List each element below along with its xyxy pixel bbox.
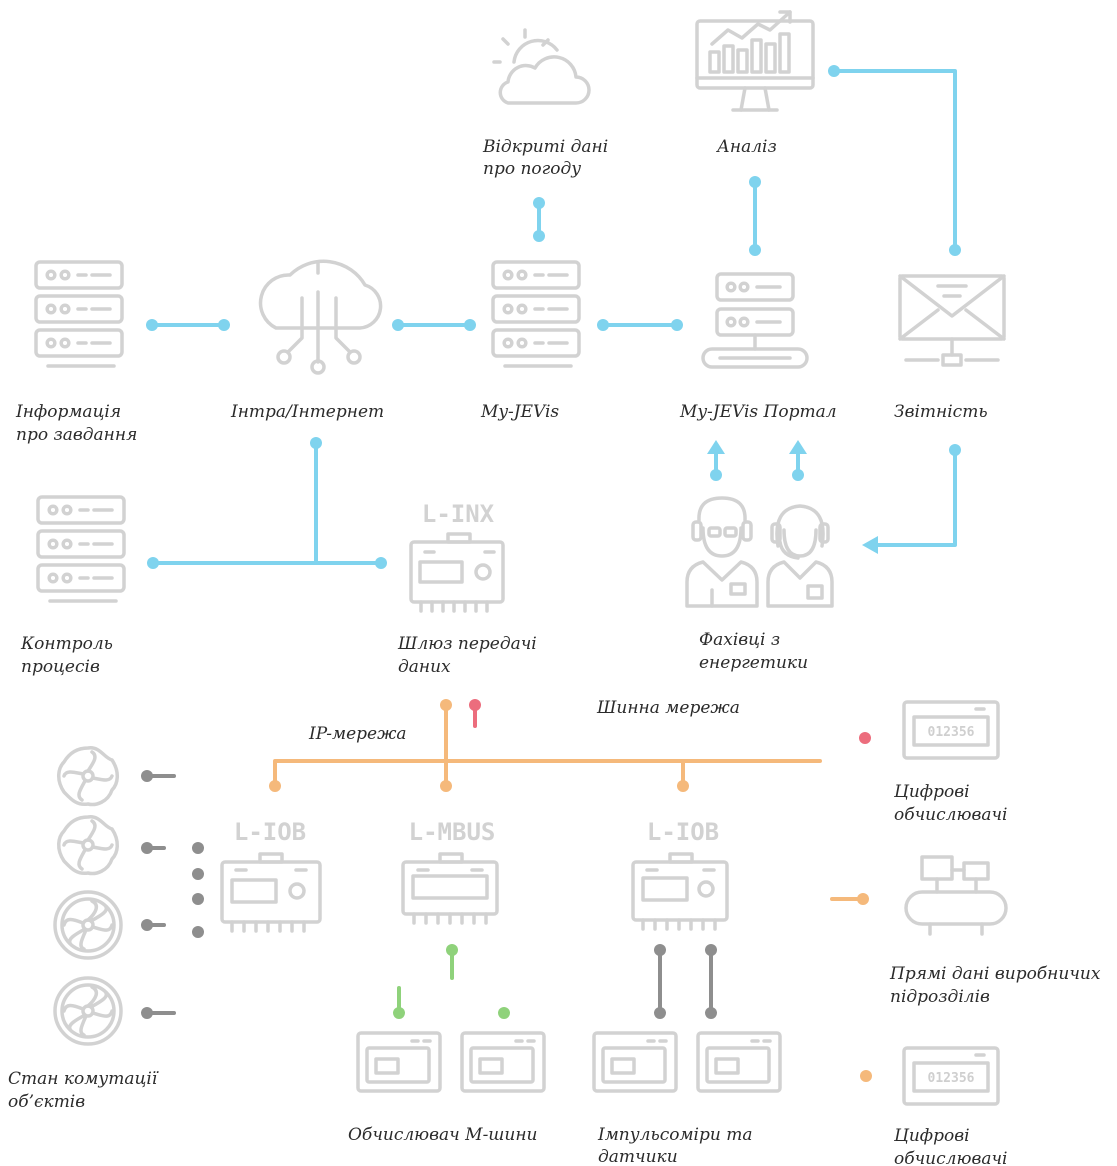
server-icon-myjevis [491, 260, 581, 368]
label-digital-meters-bottom-1: Цифрові [893, 1126, 970, 1146]
label-digital-meters-top-1: Цифрові [893, 782, 970, 802]
mbus-links [393, 944, 510, 1019]
analytics-monitor-icon [695, 10, 815, 112]
engineer-icon [685, 496, 759, 608]
label-gateway-2: даних [398, 657, 451, 677]
label-analysis: Аналіз [716, 137, 777, 157]
label-switching-state-2: об’єктів [8, 1092, 85, 1112]
device-label-linx: L-INX [422, 500, 495, 528]
compressor-icon [904, 855, 1008, 936]
io-module-icon-left [220, 852, 322, 933]
label-weather-2: про погоду [483, 159, 581, 179]
device-label-lmbus: L-MBUS [409, 818, 496, 846]
portal-server-icon [701, 272, 809, 369]
digital-meter-icon-bottom [902, 1046, 1000, 1106]
label-portal: My-JEVis Портал [679, 402, 837, 422]
mbus-module-icon [401, 852, 499, 925]
label-task-info-2: про завдання [16, 425, 137, 445]
meter-display-top: 012356 [928, 725, 975, 740]
label-task-info-1: Інформація [15, 402, 121, 422]
label-bus-network: Шинна мережа [596, 698, 740, 718]
label-experts-2: енергетики [699, 653, 808, 673]
label-switching-state-1: Стан комутації [8, 1069, 159, 1089]
label-weather-1: Відкриті дані [482, 137, 608, 157]
label-digital-meters-bottom-2: обчислювачі [894, 1149, 1008, 1166]
label-ip-network: IP-мережа [308, 724, 407, 744]
switching-links [141, 770, 717, 1019]
label-myjevis: My-JEVis [480, 402, 559, 422]
internet-links [146, 65, 961, 569]
label-gateway-1: Шлюз передачі [397, 634, 537, 654]
label-pulse-meters-2: датчики [598, 1147, 678, 1166]
weather-icon [492, 28, 591, 105]
label-internet: Інтра/Інтернет [230, 402, 384, 422]
label-experts-1: Фахівці з [699, 630, 780, 650]
gateway-device-icon [409, 532, 505, 613]
meter-box-icon [356, 1031, 782, 1093]
ip-network-links [269, 699, 872, 1082]
support-agent-icon [766, 504, 834, 608]
label-production-data-2: підрозділів [890, 987, 990, 1007]
io-module-icon-right [631, 852, 729, 931]
cloud-network-icon [258, 259, 383, 375]
label-process-control-2: процесів [21, 657, 100, 677]
server-icon-process-control [36, 495, 126, 603]
device-label-liob-left: L-IOB [234, 818, 306, 846]
meter-display-bottom: 012356 [928, 1071, 975, 1086]
device-label-liob-right: L-IOB [647, 818, 719, 846]
label-pulse-meters-1: Імпульсоміри та [597, 1125, 752, 1145]
label-process-control-1: Контроль [20, 634, 113, 654]
label-digital-meters-top-2: обчислювачі [894, 805, 1008, 825]
server-icon-task-info [34, 260, 124, 368]
bus-network-link [469, 699, 871, 744]
label-production-data-1: Прямі дані виробничих [889, 964, 1101, 984]
fan-icon [53, 746, 123, 1046]
envelope-icon [898, 274, 1006, 367]
label-reporting: Звітність [894, 402, 988, 422]
digital-meter-icon-top [902, 700, 1000, 760]
label-mbus-meter: Обчислювач М-шини [348, 1125, 538, 1145]
